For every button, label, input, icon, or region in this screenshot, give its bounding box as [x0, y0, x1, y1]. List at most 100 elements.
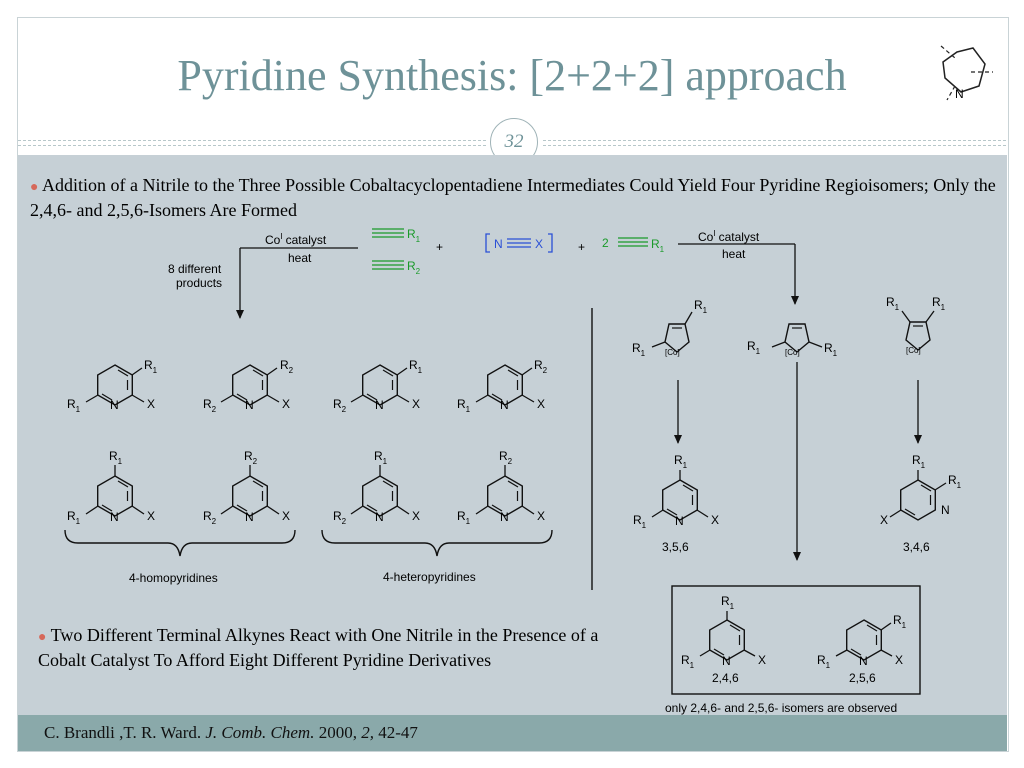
- citation-volume: 2,: [361, 723, 374, 742]
- nitrile: [485, 233, 553, 253]
- svg-text:X: X: [282, 397, 290, 411]
- bullet-1: ● Addition of a Nitrile to the Three Pos…: [30, 174, 1005, 222]
- slide-title: Pyridine Synthesis: [2+2+2] approach: [177, 51, 847, 100]
- coef-two: 2: [602, 236, 609, 250]
- svg-text:N: N: [722, 654, 731, 668]
- svg-text:X: X: [147, 509, 155, 523]
- observed-note: only 2,4,6- and 2,5,6- isomers are obser…: [665, 701, 897, 715]
- svg-text:[Co]: [Co]: [785, 348, 800, 357]
- label-256: 2,5,6: [849, 671, 876, 685]
- svg-text:N: N: [941, 503, 950, 517]
- slide-content: [18, 155, 1007, 715]
- svg-text:X: X: [412, 397, 420, 411]
- slide-frame: [17, 17, 1009, 752]
- pyridine-7: R1 R2 N X: [333, 449, 420, 526]
- label-homopyridines: 4-homopyridines: [129, 571, 218, 585]
- svg-text:R1: R1: [681, 653, 695, 670]
- alkyne-2r1: [618, 237, 648, 247]
- brace-homo: [64, 529, 296, 557]
- label-346: 3,4,6: [903, 540, 930, 554]
- plus-1: +: [436, 240, 443, 254]
- svg-text:R1: R1: [694, 298, 708, 315]
- label-heteropyridines: 4-heteropyridines: [383, 570, 476, 584]
- bullet-dot-icon: ●: [30, 180, 39, 195]
- bullet-1-text: Addition of a Nitrile to the Three Possi…: [30, 175, 996, 220]
- plus-2: +: [578, 240, 585, 254]
- pyridine-5: R1 R1 N X: [67, 449, 155, 526]
- svg-text:N: N: [245, 510, 254, 524]
- cobaltacycle-1: R1 R1 [Co]: [632, 298, 708, 358]
- alkyne-r2: [372, 260, 404, 270]
- svg-text:R1: R1: [409, 358, 423, 375]
- svg-text:N: N: [245, 398, 254, 412]
- pyridine-246: R1 R1 N X: [681, 594, 766, 670]
- svg-text:R1: R1: [674, 453, 688, 470]
- alkyne-r1: [372, 228, 404, 238]
- pyridine-346: R1 R1 X N: [880, 453, 962, 527]
- citation-pages: 42-47: [373, 723, 418, 742]
- cobaltacycle-2: R1 R1 [Co]: [747, 323, 838, 358]
- bullet-2-text: Two Different Terminal Alkynes React wit…: [38, 625, 599, 670]
- svg-text:R1: R1: [109, 449, 123, 466]
- citation-year: 2000,: [314, 723, 362, 742]
- pyridine-6: R2 R2 N X: [203, 449, 290, 526]
- svg-text:R1: R1: [67, 509, 81, 526]
- svg-text:X: X: [880, 513, 888, 527]
- svg-text:X: X: [895, 653, 903, 667]
- svg-text:N: N: [375, 398, 384, 412]
- svg-text:X: X: [711, 513, 719, 527]
- svg-text:R1: R1: [932, 295, 946, 312]
- svg-text:X: X: [758, 653, 766, 667]
- pyridine-4: R2 R1 N X: [457, 358, 548, 414]
- svg-text:X: X: [412, 509, 420, 523]
- svg-text:X: X: [537, 397, 545, 411]
- label-246: 2,4,6: [712, 671, 739, 685]
- svg-text:[Co]: [Co]: [665, 348, 680, 357]
- heat-label-left: heat: [288, 251, 312, 265]
- label-356: 3,5,6: [662, 540, 689, 554]
- svg-text:R1: R1: [67, 397, 81, 414]
- svg-text:N: N: [955, 87, 964, 101]
- citation-authors: C. Brandli ,T. R. Ward.: [44, 723, 206, 742]
- svg-text:R2: R2: [203, 397, 217, 414]
- svg-text:R1: R1: [893, 613, 907, 630]
- svg-text:R1: R1: [886, 295, 900, 312]
- svg-text:R1: R1: [457, 509, 471, 526]
- pyridine-1: R1 R1 N X: [67, 358, 158, 414]
- pyridine-356: R1 R1 N X: [633, 453, 719, 530]
- svg-text:R1: R1: [912, 453, 926, 470]
- alkyne-r1-label: R1: [407, 227, 421, 244]
- pyridine-256: R1 R1 N X: [817, 613, 907, 670]
- svg-text:N: N: [859, 654, 868, 668]
- svg-text:R1: R1: [948, 473, 962, 490]
- svg-text:R2: R2: [280, 358, 294, 375]
- svg-text:N: N: [500, 398, 509, 412]
- eight-products-line2: products: [176, 276, 222, 290]
- observed-isomers-box: [671, 585, 921, 695]
- footer-bar: C. Brandli ,T. R. Ward. J. Comb. Chem. 2…: [18, 715, 1007, 751]
- pyridine-8: R2 R1 N X: [457, 449, 545, 526]
- brace-hetero: [321, 529, 553, 557]
- heat-label-right: heat: [722, 247, 746, 261]
- nitrile-x: X: [535, 237, 543, 251]
- svg-text:N: N: [110, 510, 119, 524]
- svg-text:R1: R1: [747, 339, 761, 356]
- svg-text:R1: R1: [817, 653, 831, 670]
- svg-text:R1: R1: [374, 449, 388, 466]
- svg-text:N: N: [675, 514, 684, 528]
- svg-text:N: N: [375, 510, 384, 524]
- svg-text:R1: R1: [721, 594, 735, 611]
- svg-text:R1: R1: [633, 513, 647, 530]
- alkyne-r2-label: R2: [407, 259, 421, 276]
- pyridine-3: R1 R2 N X: [333, 358, 423, 414]
- citation-journal: J. Comb. Chem.: [205, 723, 315, 742]
- svg-text:R2: R2: [244, 449, 258, 466]
- bullet-2: ● Two Different Terminal Alkynes React w…: [38, 624, 608, 672]
- svg-text:X: X: [147, 397, 155, 411]
- svg-text:R1: R1: [824, 341, 838, 358]
- citation: C. Brandli ,T. R. Ward. J. Comb. Chem. 2…: [44, 723, 418, 743]
- svg-text:X: X: [282, 509, 290, 523]
